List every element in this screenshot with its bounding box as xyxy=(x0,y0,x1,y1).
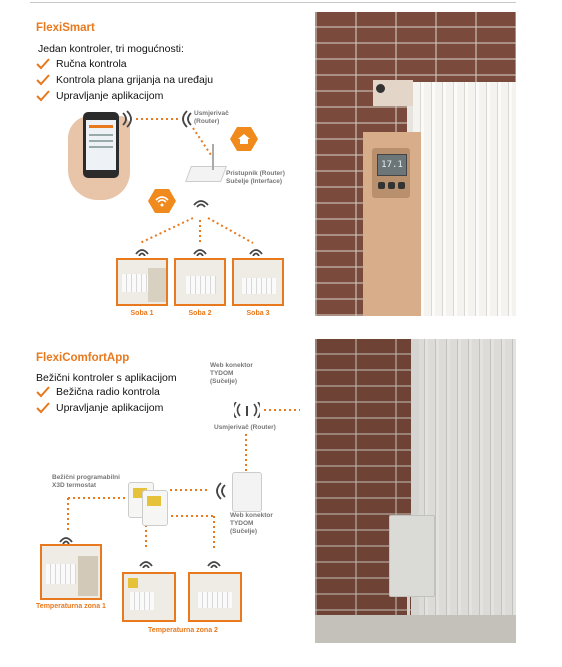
section2-title: FlexiComfortApp xyxy=(36,352,130,364)
room-2-label: Soba 2 xyxy=(188,310,212,317)
web-connector-top-label: Web konektor TYDOM (Sučelje) xyxy=(210,362,253,385)
router-wifi-icon xyxy=(182,110,192,128)
radiator-thermostat-photo: 17.1 xyxy=(315,12,516,316)
router-wifi-icon xyxy=(234,402,260,418)
feature-item: Bežična radio kontrola xyxy=(36,384,163,400)
room-2-image xyxy=(174,258,226,306)
room-3-image xyxy=(232,258,284,306)
wifi-icon xyxy=(216,482,226,500)
flexicomfortapp-diagram: Web konektor TYDOM (Sučelje) Usmjerivač … xyxy=(28,360,304,650)
zone-2-room-image-b xyxy=(188,572,242,622)
gateway-antenna xyxy=(212,144,214,170)
radiator-fins xyxy=(417,339,516,643)
zone-2-label: Temperaturna zona 2 xyxy=(148,627,218,634)
web-connector-label: Web konektor TYDOM (Sučelje) xyxy=(230,512,273,535)
floor xyxy=(315,615,516,643)
smartphone-icon xyxy=(83,112,119,178)
router-label: Usmjerivač (Router) xyxy=(214,424,276,431)
radio-receiver-box xyxy=(389,515,435,597)
radiator-side-panel: 17.1 xyxy=(363,132,421,316)
checkmark-icon xyxy=(36,386,50,398)
radiator-receiver-photo xyxy=(315,339,516,643)
tydom-connector-device xyxy=(232,472,262,512)
wifi-icon xyxy=(193,249,207,256)
gateway-device xyxy=(185,166,227,182)
top-divider xyxy=(30,2,516,3)
section2-intro: Bežični kontroler s aplikacijom xyxy=(36,372,177,384)
wifi-icon xyxy=(207,561,221,568)
x3d-thermostat xyxy=(142,490,168,526)
feature-item: Kontrola plana grijanja na uređaju xyxy=(36,72,213,88)
wifi-icon xyxy=(59,537,73,544)
section1-intro: Jedan kontroler, tri mogućnosti: xyxy=(38,43,184,55)
gateway-label: Pristupnik (Router) Sučelje (Interface) xyxy=(226,170,285,185)
feature-item: Ručna kontrola xyxy=(36,56,213,72)
home-app-icon xyxy=(230,127,258,151)
wifi-icon xyxy=(122,110,132,128)
room-3-label: Soba 3 xyxy=(246,310,270,317)
thermostat-display: 17.1 xyxy=(377,154,407,176)
section1-feature-list: Ručna kontrola Kontrola plana grijanja n… xyxy=(36,56,213,104)
flexismart-diagram: Usmjerivač (Router) Pristupnik (Router) … xyxy=(28,108,293,320)
zone-1-label: Temperaturna zona 1 xyxy=(36,603,106,610)
section1-title: FlexiSmart xyxy=(36,22,95,34)
thermostat-button xyxy=(388,182,395,189)
room-1-image xyxy=(116,258,168,306)
thermostat-button xyxy=(378,182,385,189)
checkmark-icon xyxy=(36,58,50,70)
router-label: Usmjerivač (Router) xyxy=(194,110,229,125)
wifi-icon xyxy=(249,249,263,256)
wifi-icon xyxy=(139,561,153,568)
radiator-fins xyxy=(413,82,516,316)
wifi-app-icon xyxy=(148,189,176,213)
feature-item: Upravljanje aplikacijom xyxy=(36,400,163,416)
wifi-icon xyxy=(135,249,149,256)
zone-1-room-image xyxy=(40,544,102,600)
thermostat-label: Bežični programabilni X3D termostat xyxy=(52,474,120,489)
zone-2-room-image-a xyxy=(122,572,176,622)
thermostat-button xyxy=(398,182,405,189)
section2-feature-list: Bežična radio kontrola Upravljanje aplik… xyxy=(36,384,163,416)
diagram-connections xyxy=(136,118,254,244)
wifi-icon xyxy=(193,200,209,208)
warning-sticker xyxy=(373,80,413,106)
checkmark-icon xyxy=(36,402,50,414)
checkmark-icon xyxy=(36,74,50,86)
checkmark-icon xyxy=(36,90,50,102)
feature-item: Upravljanje aplikacijom xyxy=(36,88,213,104)
thermostat-unit: 17.1 xyxy=(372,148,410,198)
room-1-label: Soba 1 xyxy=(130,310,154,317)
